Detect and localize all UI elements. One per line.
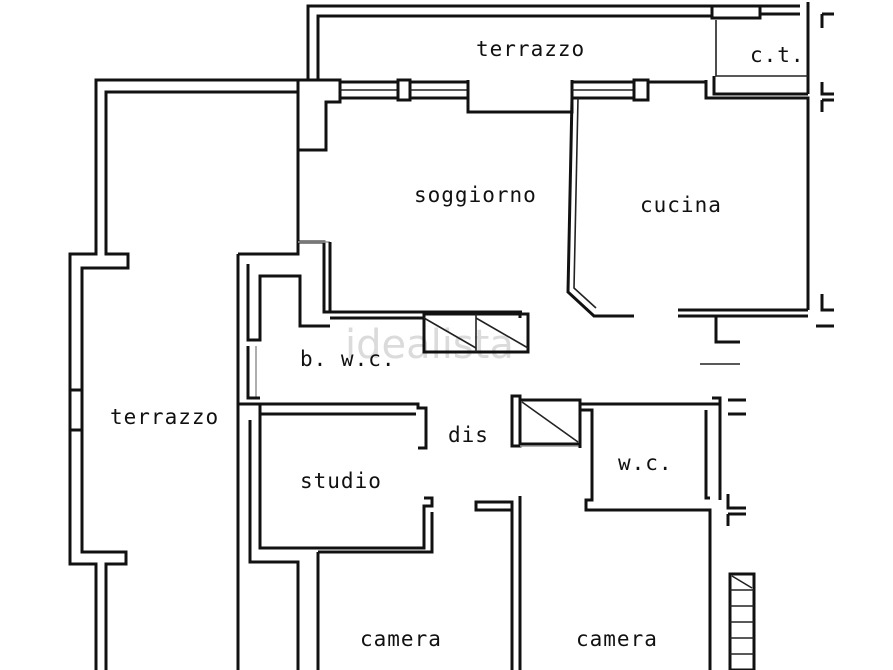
room-label-dis: dis: [448, 423, 489, 447]
room-label-terrazzo-top: terrazzo: [476, 37, 585, 61]
room-label-camera-left: camera: [360, 627, 442, 651]
room-label-ct: c.t.: [750, 43, 805, 67]
watermark: idealista: [345, 322, 514, 368]
living-room-top-wall: [296, 78, 810, 310]
living-west-wall: [238, 150, 522, 320]
room-label-studio: studio: [300, 469, 382, 493]
right-exterior-markers: [816, 12, 834, 328]
room-label-camera-right: camera: [576, 627, 658, 651]
room-label-soggiorno: soggiorno: [414, 183, 537, 207]
room-label-cucina: cucina: [640, 193, 722, 217]
room-label-terrazzo-left: terrazzo: [110, 405, 219, 429]
studio-walls: [248, 420, 434, 670]
built-in-cabinet-top: [422, 312, 530, 354]
room-label-wc: w.c.: [618, 451, 673, 475]
room-label-bwc: b. w.c.: [300, 347, 396, 371]
living-kitchen-partition: [566, 97, 808, 365]
stairs: [728, 572, 756, 670]
left-terrace-walls: [68, 78, 298, 670]
corridor-walls: [474, 394, 746, 670]
top-terrace-walls: [306, 2, 810, 96]
bathroom-walls: [236, 254, 428, 670]
